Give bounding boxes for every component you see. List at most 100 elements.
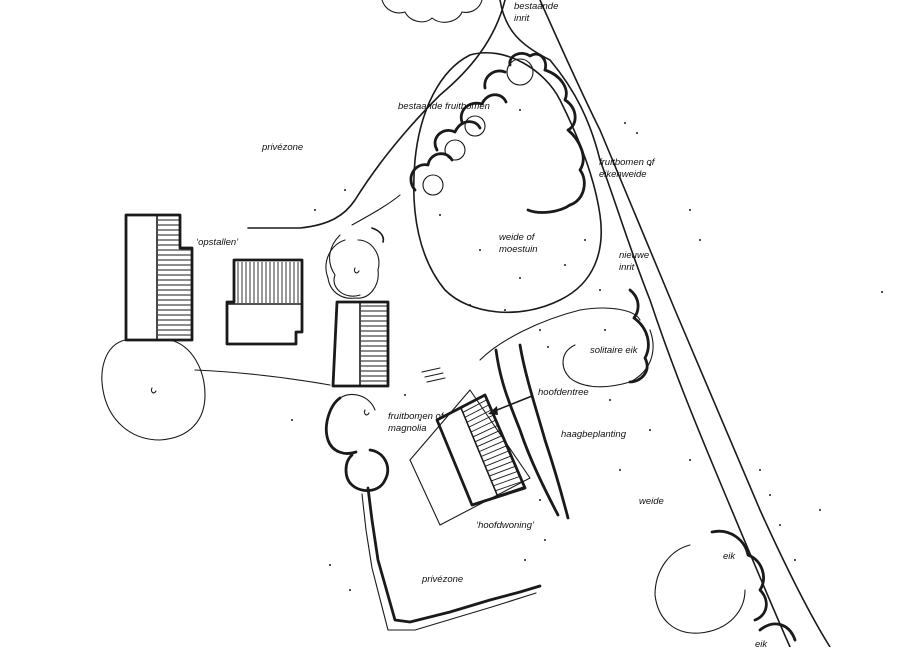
oak-bottom-right xyxy=(654,529,768,634)
label-fruit-or-magnolia: fruitbomen of magnolia xyxy=(388,411,444,434)
roof-hatch-line xyxy=(483,450,510,462)
label-hedge-planting: haagbeplanting xyxy=(561,429,626,440)
road-edge-right xyxy=(539,0,831,647)
meadow-dot xyxy=(349,589,351,591)
label-meadow-or-garden: weide of moestuin xyxy=(499,232,538,255)
meadow-dot xyxy=(291,419,293,421)
label-private-zone-top: privézone xyxy=(262,142,304,153)
drive-edge-inner xyxy=(479,307,641,361)
oak-bottom-edge xyxy=(758,622,797,642)
meadow-dot xyxy=(539,499,541,501)
roof-hatch-line xyxy=(462,399,488,413)
meadow-dot xyxy=(819,509,821,511)
meadow-dot xyxy=(649,429,651,431)
roof-hatch-line xyxy=(493,475,521,487)
meadow-dot xyxy=(636,132,638,134)
meadow-dot xyxy=(404,394,406,396)
roof-hatch-line xyxy=(485,455,512,467)
large-tree-left xyxy=(101,339,206,441)
label-oak-2: eik xyxy=(755,639,768,650)
meadow-dot xyxy=(779,524,781,526)
meadow-dot xyxy=(524,559,526,561)
label-new-drive: nieuwe inrit xyxy=(619,250,650,273)
roof-hatch-line xyxy=(489,465,516,477)
private-zone-hedge xyxy=(366,486,542,624)
meadow-dot xyxy=(419,419,421,421)
meadow-dot xyxy=(794,559,796,561)
hedge-left xyxy=(494,348,560,517)
meadow-dot xyxy=(599,289,601,291)
roof-hatch-line xyxy=(474,429,501,443)
yard-outline xyxy=(194,369,331,386)
roof-hatch-line xyxy=(478,440,505,453)
solitary-oak xyxy=(562,329,654,388)
label-fruit-or-oak-meadow: fruitbomen of eikenweide xyxy=(599,157,655,180)
label-meadow: weide xyxy=(639,496,664,507)
meadow-dot xyxy=(584,239,586,241)
roof-hatch-line xyxy=(495,481,523,492)
meadow-dot xyxy=(329,564,331,566)
roof-hatch-line xyxy=(476,435,503,448)
meadow-dot xyxy=(314,209,316,211)
meadow-dot xyxy=(881,291,883,293)
meadow-dot xyxy=(689,459,691,461)
meadow-dot xyxy=(469,304,471,306)
roof-hatch-line xyxy=(480,445,507,457)
meadow-dot xyxy=(519,277,521,279)
label-private-zone-bottom: privézone xyxy=(422,574,464,585)
label-solitary-oak: solitaire eik xyxy=(590,345,638,356)
hedge-right xyxy=(518,343,570,520)
entrance-arrow xyxy=(488,395,533,415)
main-house xyxy=(435,393,527,507)
meadow-dot xyxy=(689,209,691,211)
meadow-dot xyxy=(504,309,506,311)
meadow-dot xyxy=(624,122,626,124)
meadow-dot xyxy=(519,109,521,111)
roof-hatch-line xyxy=(472,424,499,438)
meadow-dot xyxy=(769,494,771,496)
trees-center xyxy=(325,227,385,299)
solitary-oak-edge xyxy=(628,288,650,384)
roof-hatch-line xyxy=(466,409,492,423)
roof-hatch-line xyxy=(491,470,518,482)
existing-drive-edge xyxy=(247,0,506,229)
label-oak-1: eik xyxy=(723,551,736,562)
meadow-dot xyxy=(759,469,761,471)
label-existing-drive: bestaande inrit xyxy=(514,1,559,24)
outbuilding-tall xyxy=(124,213,194,342)
label-main-entrance: hoofdentree xyxy=(538,387,589,398)
meadow-dot xyxy=(547,346,549,348)
road-edge-left xyxy=(499,0,791,647)
meadow-dot xyxy=(544,539,546,541)
outbuilding-narrow xyxy=(331,300,390,388)
roof-hatch-line xyxy=(464,404,490,418)
yard-outline-2 xyxy=(329,234,361,297)
roof-hatch-line xyxy=(468,414,494,428)
meadow-dots xyxy=(291,109,883,591)
roof-hatch-line xyxy=(470,419,496,433)
meadow-dot xyxy=(344,189,346,191)
roof-hatch-line xyxy=(497,486,525,497)
meadow-dot xyxy=(479,249,481,251)
magnolia-trees xyxy=(324,393,390,492)
meadow-dot xyxy=(539,329,541,331)
existing-drive-edge-inner xyxy=(351,194,401,226)
meadow-dot xyxy=(649,164,651,166)
label-main-house: ‘hoofdwoning’ xyxy=(476,520,535,531)
meadow-dot xyxy=(439,214,441,216)
label-outbuildings: ‘opstallen’ xyxy=(196,237,239,248)
meadow-dot xyxy=(619,469,621,471)
label-existing-fruit-trees: bestaande fruitbomen xyxy=(398,101,490,112)
stepping-stones xyxy=(421,367,446,383)
top-tree-canopy xyxy=(381,0,483,23)
meadow-dot xyxy=(604,329,606,331)
roof-hatch-line xyxy=(487,460,514,472)
existing-fruit-trees xyxy=(409,52,586,214)
meadow-oval xyxy=(412,52,602,314)
meadow-dot xyxy=(609,399,611,401)
meadow-dot xyxy=(699,239,701,241)
private-zone-hedge-inner xyxy=(361,493,537,631)
outbuilding-square xyxy=(225,258,304,346)
meadow-dot xyxy=(564,264,566,266)
